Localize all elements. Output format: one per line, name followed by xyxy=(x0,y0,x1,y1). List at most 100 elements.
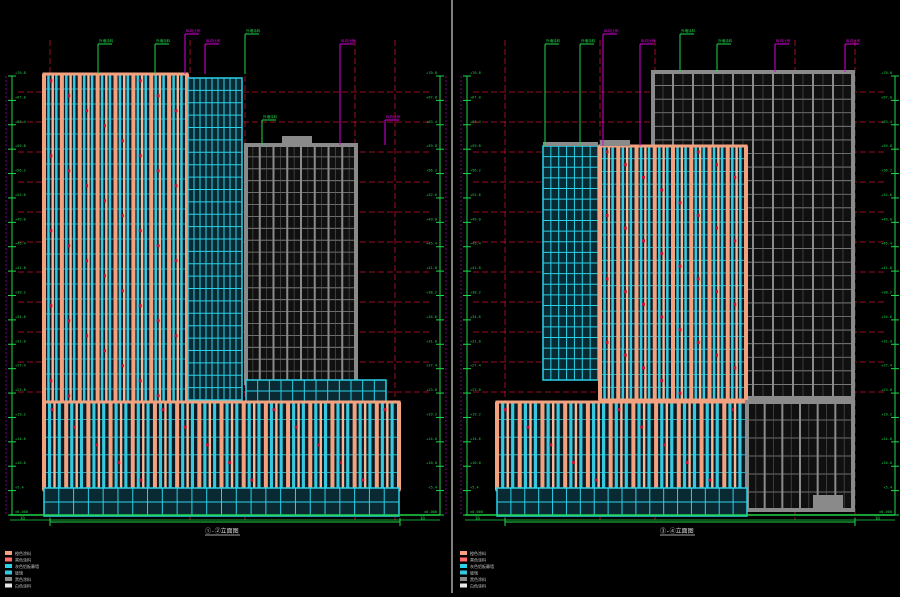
level-label: +14.6 xyxy=(15,437,26,441)
legend-swatch xyxy=(460,557,467,562)
orange-fin xyxy=(698,146,702,400)
red-mark xyxy=(49,304,53,308)
red-mark xyxy=(156,394,160,398)
glass-strip xyxy=(203,402,207,490)
orange-fin xyxy=(69,74,72,404)
orange-fin xyxy=(733,402,737,490)
legend-label: 白色涂料 xyxy=(470,582,486,588)
red-mark xyxy=(678,201,682,205)
red-mark xyxy=(549,443,553,447)
callout-label: 外墙涂料 xyxy=(156,38,171,43)
gray-podium-outline xyxy=(745,400,855,512)
red-mark xyxy=(733,366,737,370)
orange-pier xyxy=(64,402,69,490)
orange-fin xyxy=(711,402,714,490)
legend-swatch xyxy=(460,564,467,568)
level-label: +49.0 xyxy=(15,217,26,221)
red-mark xyxy=(183,425,187,429)
legend-swatch xyxy=(5,577,12,581)
red-mark xyxy=(640,425,644,429)
callout-label: 外墙涂料 xyxy=(546,38,561,43)
level-label: +5.4 xyxy=(15,486,24,490)
callout-label: 纵向比例 xyxy=(604,28,619,33)
glass-strip xyxy=(257,402,261,490)
orange-fin xyxy=(506,402,509,490)
orange-pier xyxy=(585,402,590,490)
level-label: +14.6 xyxy=(470,437,481,441)
orange-pier xyxy=(517,402,522,490)
corner-number: 30 xyxy=(875,516,880,521)
orange-pier xyxy=(241,402,246,490)
orange-fin xyxy=(642,402,646,490)
glass-strip xyxy=(670,402,674,490)
red-mark xyxy=(120,289,124,293)
red-mark xyxy=(660,252,664,256)
level-label: +49.0 xyxy=(426,217,437,221)
callout-label: 纵向比例 xyxy=(776,38,791,43)
callout-label: 纵向比例 xyxy=(386,114,401,119)
red-mark xyxy=(50,408,54,412)
legend-swatch xyxy=(5,564,12,568)
glass-strip xyxy=(324,402,328,490)
orange-fin xyxy=(123,74,126,404)
red-mark xyxy=(250,478,254,482)
orange-fin xyxy=(53,402,56,490)
glass-strip xyxy=(511,402,515,490)
roof-box xyxy=(600,140,630,146)
glass-strip xyxy=(624,402,628,490)
level-label: +38.2 xyxy=(426,291,437,295)
level-label: +67.0 xyxy=(470,95,481,99)
orange-pier xyxy=(152,402,157,490)
red-mark xyxy=(526,425,530,429)
glass-strip xyxy=(523,402,527,490)
red-mark xyxy=(696,277,700,281)
level-label: +56.2 xyxy=(881,169,892,173)
glass-strip xyxy=(136,402,140,490)
orange-fin xyxy=(97,402,101,490)
level-label: +34.6 xyxy=(470,315,481,319)
orange-pier xyxy=(374,402,379,490)
sheet-caption: ③-④立面图 xyxy=(660,527,694,535)
level-label: +59.8 xyxy=(426,144,437,148)
red-mark xyxy=(49,154,53,158)
orange-pier xyxy=(634,146,639,400)
level-label: +10.0 xyxy=(470,461,481,465)
level-label: +5.4 xyxy=(428,486,437,490)
legend-label: 玻璃 xyxy=(470,569,478,575)
level-label: +14.6 xyxy=(426,437,437,441)
orange-fin xyxy=(665,402,669,490)
level-label: +19.2 xyxy=(881,412,892,416)
legend-swatch xyxy=(460,577,467,581)
orange-fin xyxy=(164,402,167,490)
red-mark xyxy=(117,460,121,464)
level-label: +67.0 xyxy=(881,95,892,99)
glass-strip xyxy=(47,402,52,490)
red-mark xyxy=(85,184,89,188)
legend-label: 黑色涂料 xyxy=(15,576,31,582)
level-label: +23.8 xyxy=(15,388,26,392)
red-mark xyxy=(594,478,598,482)
level-label: ±0.000 xyxy=(470,510,483,514)
orange-fin xyxy=(386,402,389,490)
level-label: +27.4 xyxy=(426,364,437,368)
gray-tower xyxy=(244,143,358,385)
red-mark xyxy=(641,239,645,243)
callout-label: 外墙涂料 xyxy=(99,38,114,43)
red-mark xyxy=(174,109,178,113)
red-mark xyxy=(641,175,645,179)
callout-label: 纵向比例 xyxy=(206,38,221,43)
level-label: +23.8 xyxy=(881,388,892,392)
level-label: +31.0 xyxy=(881,339,892,343)
glass-strip xyxy=(336,402,340,490)
red-mark xyxy=(641,302,645,306)
glass-strip xyxy=(705,402,709,490)
red-mark xyxy=(660,379,664,383)
glass-strip xyxy=(346,402,350,490)
red-mark xyxy=(49,229,53,233)
orange-pier xyxy=(130,402,135,490)
glass-strip xyxy=(57,402,61,490)
level-label: +56.2 xyxy=(15,169,26,173)
orange-pier xyxy=(95,74,100,404)
legend-label: 灰色铝板幕墙 xyxy=(470,563,494,569)
orange-pier xyxy=(59,74,64,404)
